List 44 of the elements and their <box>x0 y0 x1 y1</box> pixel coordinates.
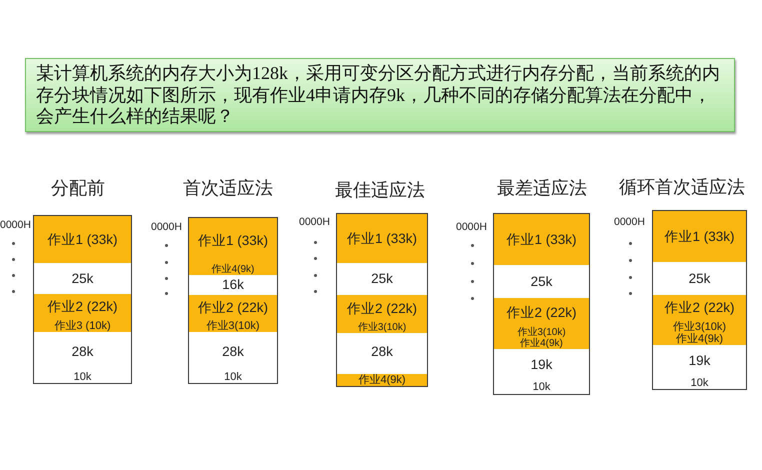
allocated-block: 作业4(9k) <box>493 338 590 350</box>
column-heading: 首次适应法 <box>183 177 273 199</box>
free-block: 25k <box>493 265 590 299</box>
free-block: 10k <box>493 381 590 395</box>
column-heading: 分配前 <box>51 177 105 199</box>
column-heading: 最差适应法 <box>497 177 587 199</box>
allocated-block: 作业1 (33k) <box>493 213 590 266</box>
allocated-block: 作业3(10k) <box>336 322 428 334</box>
address-label: 0000H <box>299 216 330 228</box>
free-block: 19k <box>652 345 747 378</box>
free-block: 10k <box>652 377 747 390</box>
address-label: 0000H <box>456 221 487 233</box>
allocated-block: 作业4(9k) <box>652 333 747 346</box>
column-heading: 循环首次适应法 <box>619 176 745 198</box>
allocated-block: 作业4(9k) <box>336 374 428 387</box>
address-label: 0000H <box>0 219 31 231</box>
free-block: 25k <box>33 263 132 295</box>
free-block: 25k <box>336 263 428 296</box>
free-block: 10k <box>188 371 278 384</box>
allocated-block: 作业3(10k) <box>652 321 747 334</box>
address-label: 0000H <box>151 221 182 233</box>
question-box: 某计算机系统的内存大小为128k，采用可变分区分配方式进行内存分配，当前系统的内存分块情况如下图所示，现有作业4申请内存9k，几种不同的存储分配算法在分配中，会产生什么样的结果呢？ <box>25 58 735 132</box>
free-block: 16k <box>188 275 278 296</box>
allocated-block: 作业1 (33k) <box>336 213 428 264</box>
address-label: 0000H <box>614 216 645 228</box>
allocated-block: 作业3(10k) <box>188 320 278 333</box>
allocated-block: 作业2 (22k) <box>493 298 590 328</box>
allocated-block: 作业3(10k) <box>493 327 590 339</box>
allocated-block: 作业1 (33k) <box>652 210 747 263</box>
free-block: 25k <box>652 262 747 296</box>
free-block: 19k <box>493 349 590 382</box>
allocated-block: 作业1 (33k) <box>33 215 132 264</box>
free-block: 28k <box>188 332 278 372</box>
free-block: 28k <box>33 332 132 372</box>
allocated-block: 作业2 (22k) <box>33 294 132 321</box>
free-block: 10k <box>33 371 132 384</box>
free-block: 28k <box>336 333 428 371</box>
allocated-block: 作业2 (22k) <box>336 295 428 323</box>
column-heading: 最佳适应法 <box>335 179 425 201</box>
allocated-block: 作业4(9k) <box>188 264 278 276</box>
allocated-block: 作业2 (22k) <box>652 295 747 322</box>
allocated-block: 作业2 (22k) <box>188 295 278 321</box>
allocated-block: 作业1 (33k) <box>188 217 278 265</box>
allocated-block: 作业3 (10k) <box>33 320 132 333</box>
